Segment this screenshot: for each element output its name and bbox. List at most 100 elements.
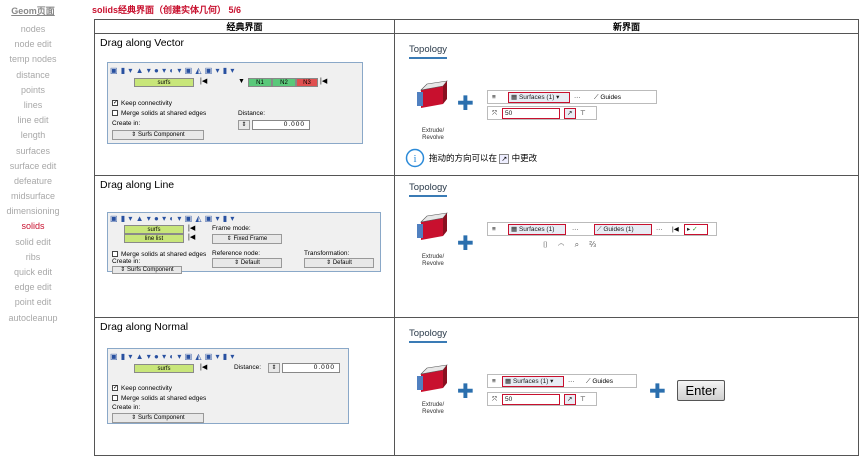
sidebar-item-quick-edit[interactable]: quick edit [13, 267, 53, 277]
extrude-revolve-icon[interactable] [413, 362, 451, 396]
plus-icon-2: ✚ [649, 381, 666, 403]
row-label: Drag along Line [100, 179, 175, 191]
sidebar-item-midsurface[interactable]: midsurface [10, 191, 55, 202]
keep-connectivity-checkbox[interactable]: ✓Keep connectivity [112, 385, 172, 392]
guides-button[interactable]: ⟋ Guides [594, 94, 621, 101]
toolbar-icons[interactable]: ▣ ▮ ▾ ▲ ▾ ● ▾ ◐ ▾ ▣ ◭ ▣ ▾ ▮ ▾ [110, 352, 235, 361]
distance-input[interactable]: 50 [502, 108, 560, 119]
sidebar-item-temp-nodes[interactable]: temp nodes [9, 54, 57, 65]
row-label: Drag along Vector [100, 37, 185, 49]
more-icon[interactable]: ··· [574, 94, 581, 101]
sidebar-item-lines[interactable]: lines [23, 99, 43, 110]
selector-bar: ≡ ▦ Surfaces (1) ··· ⟋ Guides (1) ··· |◀… [487, 222, 717, 236]
surfs-selector[interactable]: surfs [134, 78, 194, 87]
distance-toggle[interactable]: ⇕ [238, 120, 250, 130]
sidebar-item-distance[interactable]: distance [16, 69, 50, 80]
distance-toggle[interactable]: ⇕ [268, 363, 280, 373]
n3-selector[interactable]: N3 [296, 78, 318, 87]
sidebar-item-ribs[interactable]: ribs [25, 251, 41, 262]
toolbar-icons[interactable]: ▣ ▮ ▾ ▲ ▾ ● ▾ ◐ ▾ ▣ ◭ ▣ ▾ ▮ ▾ [110, 214, 235, 223]
distance-field[interactable]: 0.000 [282, 363, 340, 373]
more-icon-2[interactable]: ··· [656, 226, 663, 233]
classic-panel: ▣ ▮ ▾ ▲ ▾ ● ▾ ◐ ▾ ▣ ◭ ▣ ▾ ▮ ▾ surfs |◀ D… [107, 348, 349, 424]
create-in-label: Create in: [112, 258, 141, 265]
sidebar-item-solids[interactable]: solids [21, 221, 45, 232]
sidebar-item-nodes[interactable]: nodes [20, 24, 46, 34]
line-list-selector[interactable]: line list [124, 234, 184, 243]
reset-icon[interactable]: |◀ [200, 364, 208, 371]
merge-solids-checkbox[interactable]: Merge solids at shared edges [112, 109, 206, 118]
create-in-label: Create in: [112, 404, 141, 411]
normal-icon[interactable]: ⊤ [580, 396, 586, 403]
apply-controls[interactable]: ▸ ✓ [684, 224, 708, 235]
extrude-revolve-icon[interactable] [413, 78, 451, 112]
merge-solids-checkbox[interactable]: Merge solids at shared edges [112, 250, 206, 259]
distance-field[interactable]: 0.000 [252, 120, 310, 130]
info-icon: i [405, 148, 425, 168]
reference-node-label: Reference node: [212, 250, 261, 257]
row-normal-old: Drag along Normal ▣ ▮ ▾ ▲ ▾ ● ▾ ◐ ▾ ▣ ◭ … [94, 317, 395, 456]
distance-icon: ⤧ [492, 110, 498, 117]
surfs-component-button[interactable]: ⇕ Surfs Component [112, 130, 204, 140]
distance-input[interactable]: 50 [502, 394, 560, 405]
fixed-frame-button[interactable]: ⇕ Fixed Frame [212, 234, 282, 244]
frame-mode-icons[interactable]: ⌷ ⌒ ⌕ ⅔ [543, 240, 600, 249]
n1-selector[interactable]: N1 [248, 78, 272, 87]
vector-icon[interactable]: ↗ [564, 394, 576, 405]
sidebar-item-length[interactable]: length [20, 130, 46, 141]
sidebar-item-autocleanup[interactable]: autocleanup [8, 312, 58, 323]
reset-icon[interactable]: |◀ [672, 226, 679, 233]
selector-bar: ≡ ▦ Surfaces (1) ▾ ··· ⟋ Guides [487, 374, 637, 388]
surfs-selector[interactable]: surfs [124, 225, 184, 234]
reset-icon[interactable]: |◀ [188, 225, 196, 232]
reset-icon[interactable]: |◀ [200, 78, 208, 85]
guides-button[interactable]: ⟋ Guides [586, 378, 613, 385]
transformation-default-button[interactable]: ⇕ Default [304, 258, 374, 268]
keep-connectivity-checkbox[interactable]: ✓Keep connectivity [112, 100, 172, 107]
surfaces-selector[interactable]: ▦ Surfaces (1) [508, 224, 566, 235]
merge-solids-checkbox[interactable]: Merge solids at shared edges [112, 394, 206, 403]
guides-selector[interactable]: ⟋ Guides (1) [594, 224, 652, 235]
classic-panel: ▣ ▮ ▾ ▲ ▾ ● ▾ ◐ ▾ ▣ ◭ ▣ ▾ ▮ ▾ surfs |◀ ▼… [107, 62, 363, 144]
sidebar-item-node-edit[interactable]: node edit [14, 39, 52, 50]
extrude-revolve-icon[interactable] [413, 210, 451, 244]
extrude-label: Extrude/ Revolve [421, 254, 445, 267]
vector-icon[interactable]: ↗ [564, 108, 576, 119]
distance-label: Distance: [234, 364, 262, 371]
sidebar-item-surface-edit[interactable]: surface edit [9, 160, 57, 171]
plus-icon: ✚ [457, 381, 474, 403]
sidebar-item-points[interactable]: points [20, 84, 46, 95]
surfs-component-button[interactable]: ⇕ Surfs Component [112, 266, 182, 274]
vector-icon-inline: ↗ [499, 154, 510, 164]
reference-default-button[interactable]: ⇕ Default [212, 258, 282, 268]
svg-text:i: i [413, 153, 416, 165]
reset-line-icon[interactable]: |◀ [188, 234, 196, 241]
surfaces-selector[interactable]: ▦ Surfaces (1) ▾ [502, 376, 564, 387]
sidebar-item-dimensioning[interactable]: dimensioning [6, 206, 60, 217]
more-icon[interactable]: ··· [572, 226, 579, 233]
menu-icon[interactable]: ≡ [492, 94, 496, 101]
col-new-header: 新界面 [394, 19, 859, 34]
surfs-selector[interactable]: surfs [134, 364, 194, 373]
surfs-component-button[interactable]: ⇕ Surfs Component [112, 413, 204, 423]
normal-icon[interactable]: ⊤ [580, 110, 586, 117]
sidebar-item-point-edit[interactable]: point edit [14, 297, 52, 308]
row-vector-new: Topology Extrude/ Revolve ✚ ≡ ▦ Surfaces… [394, 33, 859, 176]
menu-icon[interactable]: ≡ [492, 378, 496, 385]
toolbar-icons[interactable]: ▣ ▮ ▾ ▲ ▾ ● ▾ ◐ ▾ ▣ ◭ ▣ ▾ ▮ ▾ [110, 66, 235, 75]
sidebar-item-edge-edit[interactable]: edge edit [14, 282, 52, 293]
sidebar-item-surfaces[interactable]: surfaces [15, 145, 50, 156]
sidebar-item-defeature[interactable]: defeature [13, 175, 53, 186]
more-icon[interactable]: ··· [568, 378, 575, 385]
sidebar-item-line-edit[interactable]: line edit [17, 115, 49, 126]
page-title: solids经典界面（创建实体几何） 5/6 [92, 5, 242, 15]
create-in-label: Create in: [112, 120, 141, 127]
sidebar-item-solid-edit[interactable]: solid edit [15, 236, 51, 247]
n2-selector[interactable]: N2 [272, 78, 296, 87]
surfaces-selector[interactable]: ▦ Surfaces (1) ▾ [508, 92, 570, 103]
sidebar-head[interactable]: Geom页面 [11, 6, 55, 16]
reset-nodes-icon[interactable]: |◀ [320, 78, 328, 85]
comparison-table: 经典界面 新界面 Drag along Vector ▣ ▮ ▾ ▲ ▾ ● ▾… [94, 19, 859, 456]
menu-icon[interactable]: ≡ [492, 226, 496, 233]
dropdown-icon[interactable]: ▼ [238, 78, 245, 85]
